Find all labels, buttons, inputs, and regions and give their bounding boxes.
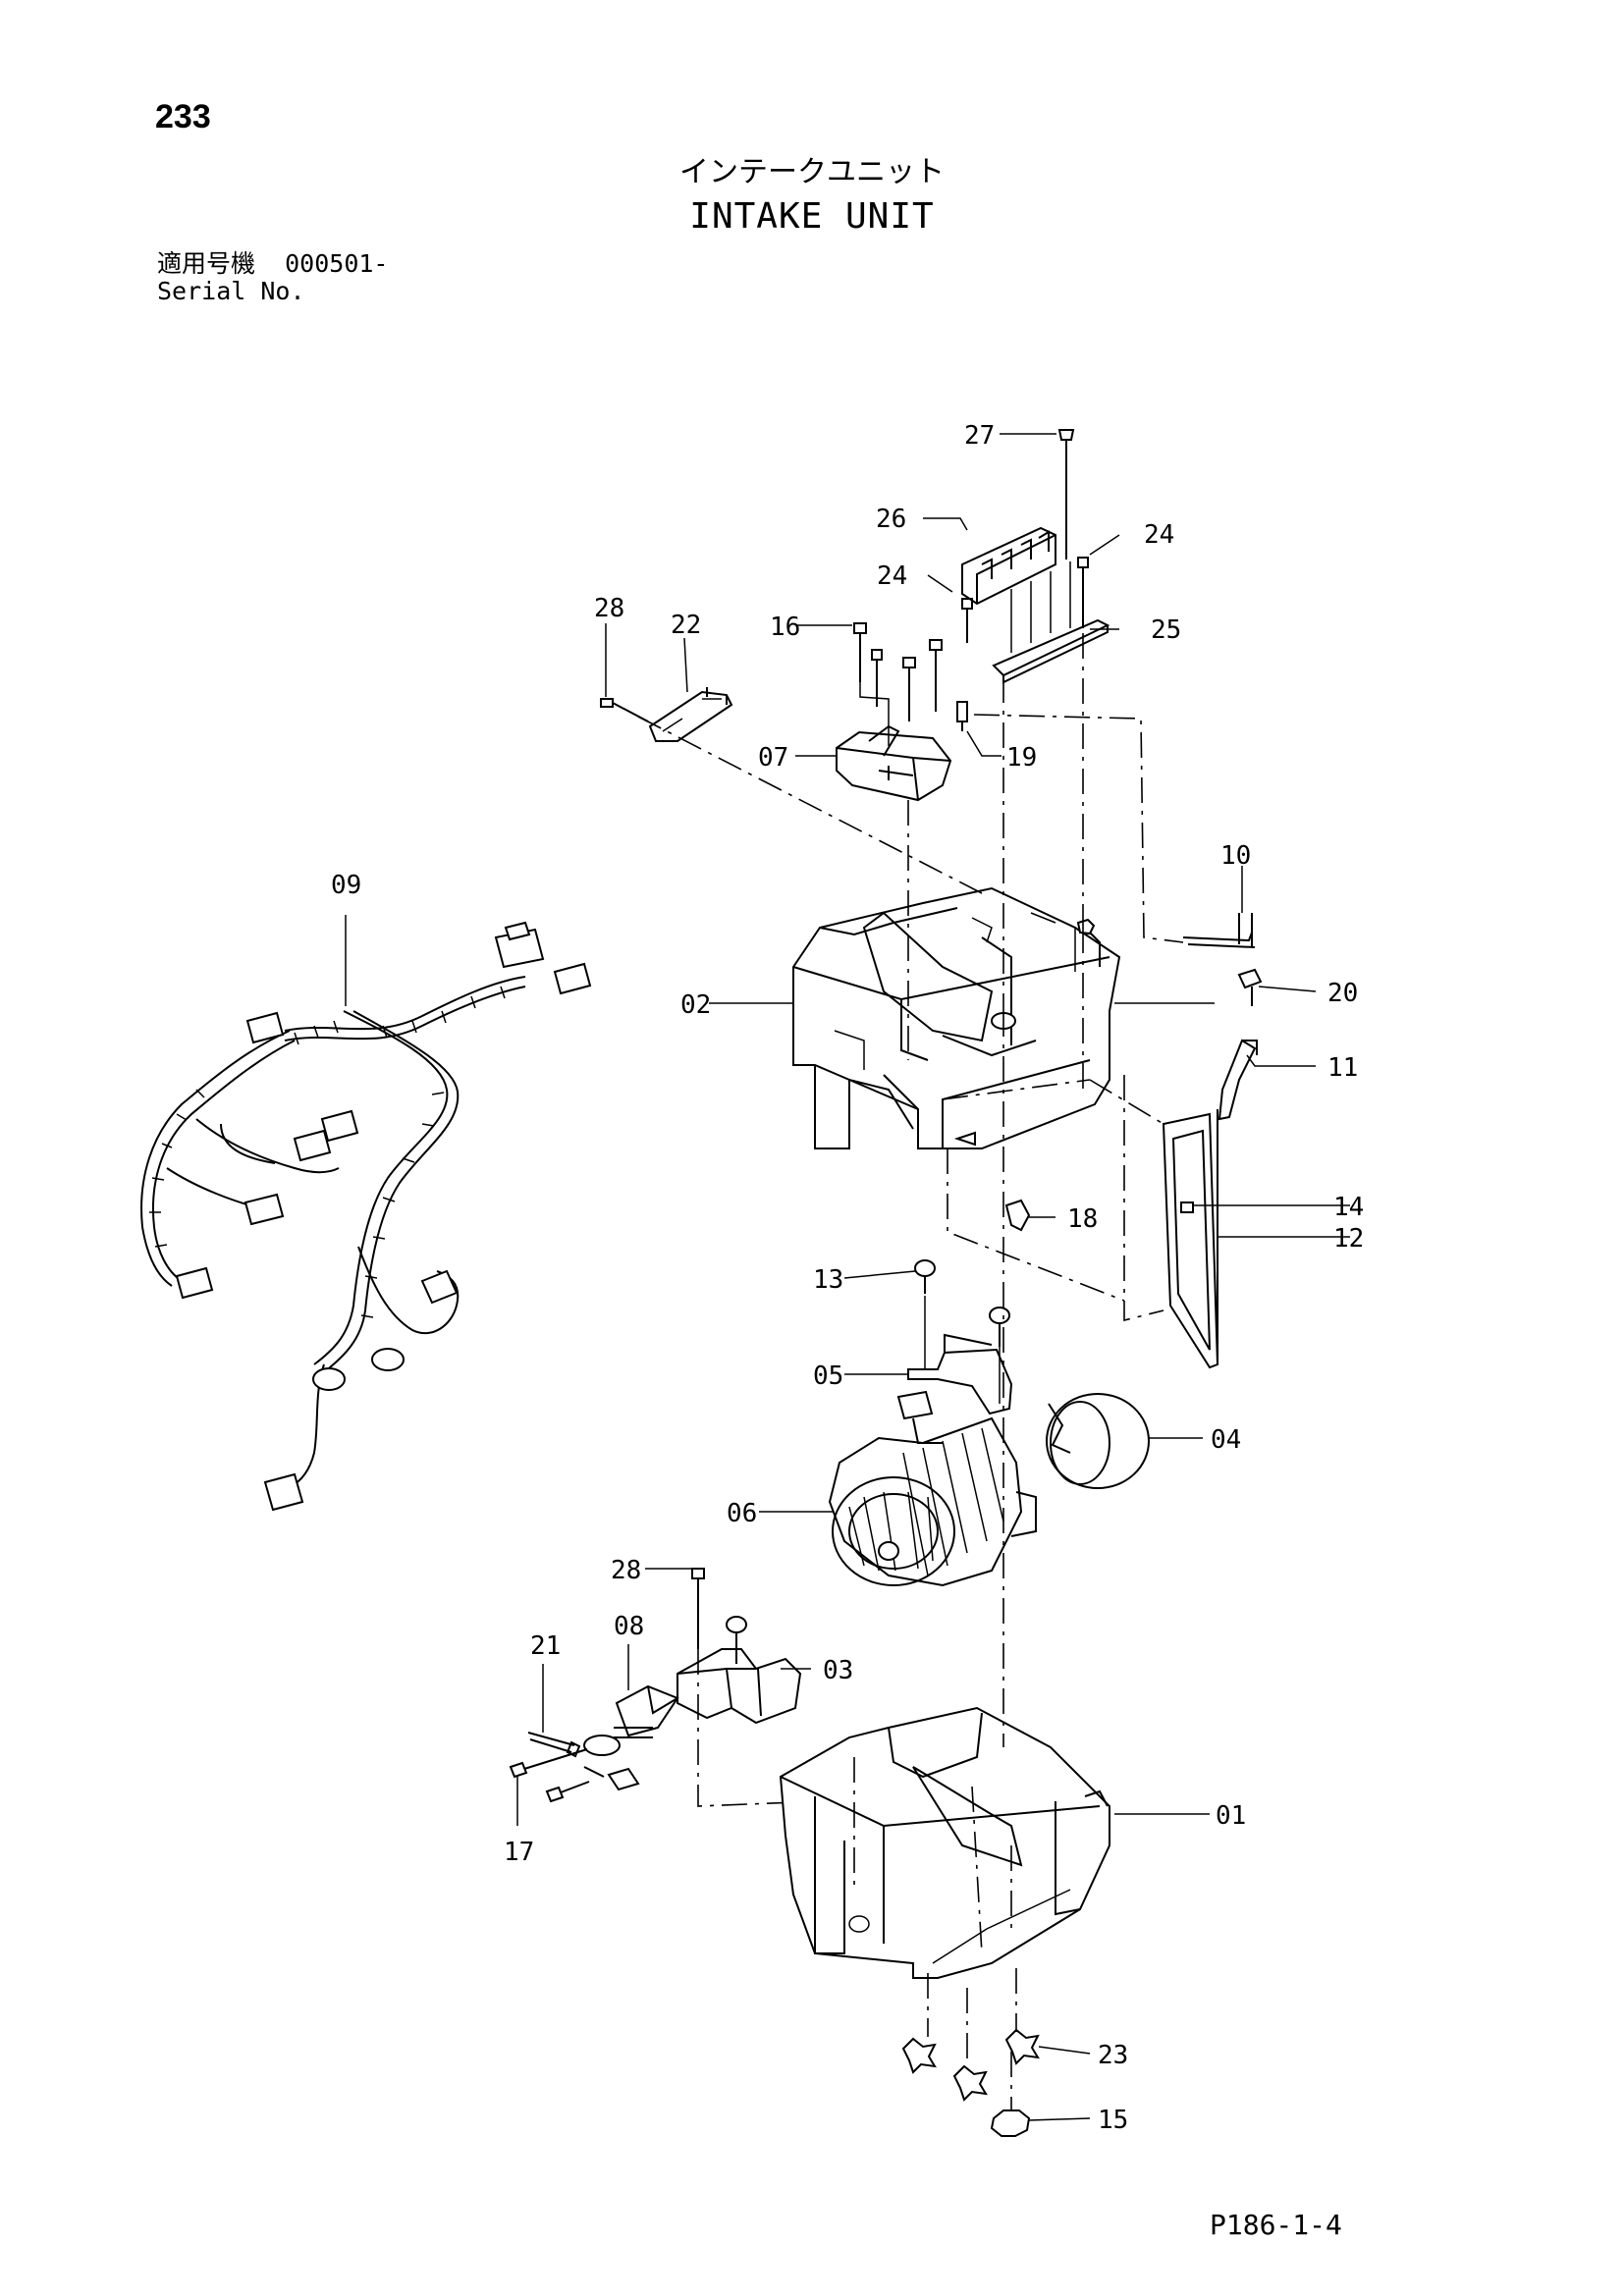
callout-17: 17 — [504, 1838, 534, 1867]
wire-harness-part — [140, 921, 592, 1512]
callout-21: 21 — [530, 1631, 561, 1661]
callout-06: 06 — [727, 1499, 757, 1528]
serial-label: Serial No. — [157, 277, 305, 305]
callout-26: 26 — [876, 505, 906, 534]
relay-block-part — [961, 429, 1110, 1011]
callout-28: 28 — [594, 594, 624, 623]
title-japanese: インテークユニット — [679, 155, 945, 189]
clip-23-group — [901, 1968, 1040, 2102]
serial-block: 適用号機 000501- Serial No. — [157, 250, 388, 305]
figure-code: P186-1-4 — [1210, 2209, 1342, 2241]
pin-21-part — [527, 1732, 581, 1758]
callout-11: 11 — [1327, 1053, 1358, 1083]
bracket-05-part — [907, 1296, 1013, 1415]
upper-housing-part — [792, 886, 1121, 1149]
lever-part — [1218, 1039, 1258, 1121]
rod-part — [1182, 913, 1256, 948]
blower-part — [828, 1390, 1037, 1587]
callout-12: 12 — [1333, 1224, 1364, 1254]
page-title: INTAKE UNIT — [689, 196, 935, 237]
bracket-part — [648, 687, 733, 742]
callout-18: 18 — [1067, 1204, 1098, 1234]
sensor-part — [583, 1684, 679, 1791]
callout-03: 03 — [823, 1656, 853, 1685]
callout-08: 08 — [614, 1612, 644, 1641]
callout-10: 10 — [1220, 841, 1251, 871]
screw-13-part — [914, 1259, 1011, 1347]
connector-19-part — [956, 701, 968, 731]
callout-16: 16 — [770, 613, 800, 642]
callout-15: 15 — [1098, 2106, 1128, 2135]
callout-09: 09 — [331, 871, 361, 900]
callout-14: 14 — [1333, 1193, 1364, 1222]
ring-part — [1046, 1393, 1150, 1489]
callout-05: 05 — [813, 1362, 843, 1391]
callout-22: 22 — [671, 611, 701, 640]
callout-19: 19 — [1006, 743, 1037, 773]
screw-17-group — [509, 1748, 590, 1803]
page-number: 233 — [155, 98, 211, 135]
leader-lines — [345, 433, 1350, 2121]
nut-15-part — [990, 2052, 1031, 2137]
callout-07: 07 — [758, 743, 788, 773]
serial-value: 000501- — [285, 249, 389, 278]
callout-24: 24 — [1144, 520, 1174, 550]
callout-labels: 27 26 24 24 25 28 22 16 07 19 10 09 02 2… — [331, 421, 1364, 2135]
rod-path-line — [973, 714, 1184, 943]
callout-27: 27 — [964, 421, 995, 451]
callout-01: 01 — [1216, 1801, 1246, 1831]
actuator-part — [836, 724, 952, 802]
screw-16-group — [853, 622, 943, 746]
clip-18-part — [947, 1148, 1125, 1302]
screw-28-top — [600, 698, 983, 894]
callout-20: 20 — [1327, 979, 1358, 1008]
clip-20-part — [1237, 968, 1263, 1006]
callout-13: 13 — [813, 1265, 843, 1295]
lower-housing-part — [779, 1706, 1110, 1979]
callout-25: 25 — [1151, 615, 1181, 645]
callout-24: 24 — [877, 561, 907, 591]
callout-04: 04 — [1211, 1425, 1241, 1455]
callout-28: 28 — [611, 1556, 641, 1585]
callout-02: 02 — [680, 990, 711, 1020]
serial-label-japanese: 適用号機 — [157, 249, 256, 278]
callout-23: 23 — [1098, 2041, 1128, 2070]
